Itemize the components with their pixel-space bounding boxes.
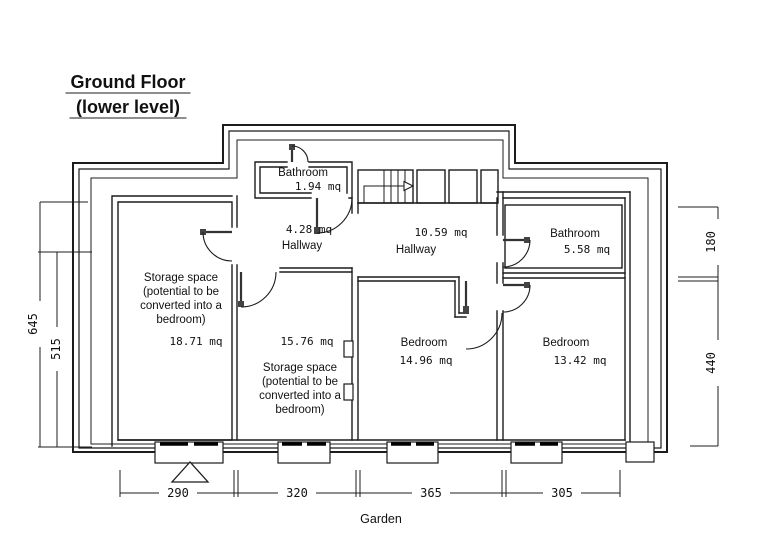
door-top-bathroom-to-hallway (314, 197, 353, 234)
svg-text:bedroom): bedroom) (275, 404, 324, 416)
door-hallway-to-bedroom-1342 (502, 282, 531, 313)
interior-walls (111, 191, 631, 447)
door-hallway-to-center-storage (238, 271, 277, 308)
dim-bottom-365: 365 (420, 486, 442, 500)
svg-text:(potential to be: (potential to be (262, 376, 338, 388)
entrance-marker-icon (170, 461, 210, 483)
window-icon (154, 441, 224, 464)
plan-title: Ground Floor (lower level) (65, 72, 191, 119)
dim-bottom-305: 305 (551, 486, 573, 500)
door-hallway-to-bathroom-558 (502, 237, 531, 268)
room-label-storage-1576: 15.76 mq Storage space (potential to be … (259, 335, 341, 416)
stair-direction-arrow-icon (403, 180, 415, 192)
svg-text:converted into a: converted into a (259, 390, 341, 402)
room-label-bathroom-558: Bathroom (550, 228, 600, 240)
door-top-bathroom-exterior (289, 144, 309, 163)
svg-text:(potential to be: (potential to be (143, 286, 219, 298)
room-label-hallway-1059: Hallway (396, 244, 437, 256)
door-hallway-to-left-storage (200, 229, 233, 262)
room-area-storage-1576: 15.76 mq (281, 335, 334, 348)
svg-text:bedroom): bedroom) (156, 314, 205, 326)
dim-left-515: 515 (49, 338, 63, 360)
garden-label: Garden (360, 512, 402, 526)
building-outline (72, 124, 668, 453)
closet-cells (416, 169, 499, 204)
room-area-bedroom-1342: 13.42 mq (554, 354, 607, 367)
room-area-hallway-1059: 10.59 mq (415, 226, 468, 239)
dim-right-180: 180 (704, 231, 718, 253)
room-label-hallway-428: Hallway (282, 240, 323, 252)
wall-pillar (625, 441, 655, 463)
room-area-bathroom-194: 1.94 mq (295, 180, 341, 193)
dimension-text-backings (26, 219, 719, 500)
dimension-lines (38, 201, 719, 497)
svg-text:Storage space: Storage space (263, 362, 337, 374)
dim-right-440: 440 (704, 352, 718, 374)
dim-left-645: 645 (26, 313, 40, 335)
doors (200, 144, 531, 350)
window-icon (277, 441, 331, 464)
title-line-2: (lower level) (76, 97, 180, 117)
dim-bottom-320: 320 (286, 486, 308, 500)
svg-text:Storage space: Storage space (144, 272, 218, 284)
room-area-bathroom-558: 5.58 mq (564, 243, 610, 256)
title-line-1: Ground Floor (71, 72, 186, 92)
room-label-bedroom-1496: Bedroom (401, 337, 448, 349)
window-icon (510, 441, 563, 464)
room-area-hallway-428: 4.28 mq (286, 223, 332, 236)
top-bathroom-box (254, 161, 353, 199)
staircase (357, 169, 415, 204)
room-label-storage-1871: Storage space (potential to be converted… (140, 272, 222, 348)
door-hallway-to-bedroom-1496 (463, 281, 503, 350)
dimension-labels: 645 515 180 440 290 320 365 305 (26, 231, 718, 500)
room-label-bathroom-194: Bathroom (278, 167, 328, 179)
room-label-bedroom-1342: Bedroom (543, 337, 590, 349)
room-area-bedroom-1496: 14.96 mq (400, 354, 453, 367)
window-icon (386, 441, 439, 464)
svg-text:converted into a: converted into a (140, 300, 222, 312)
dim-bottom-290: 290 (167, 486, 189, 500)
room-area-storage-1871: 18.71 mq (170, 335, 223, 348)
room-labels: Bathroom 1.94 mq 4.28 mq Hallway 10.59 m… (140, 167, 610, 416)
